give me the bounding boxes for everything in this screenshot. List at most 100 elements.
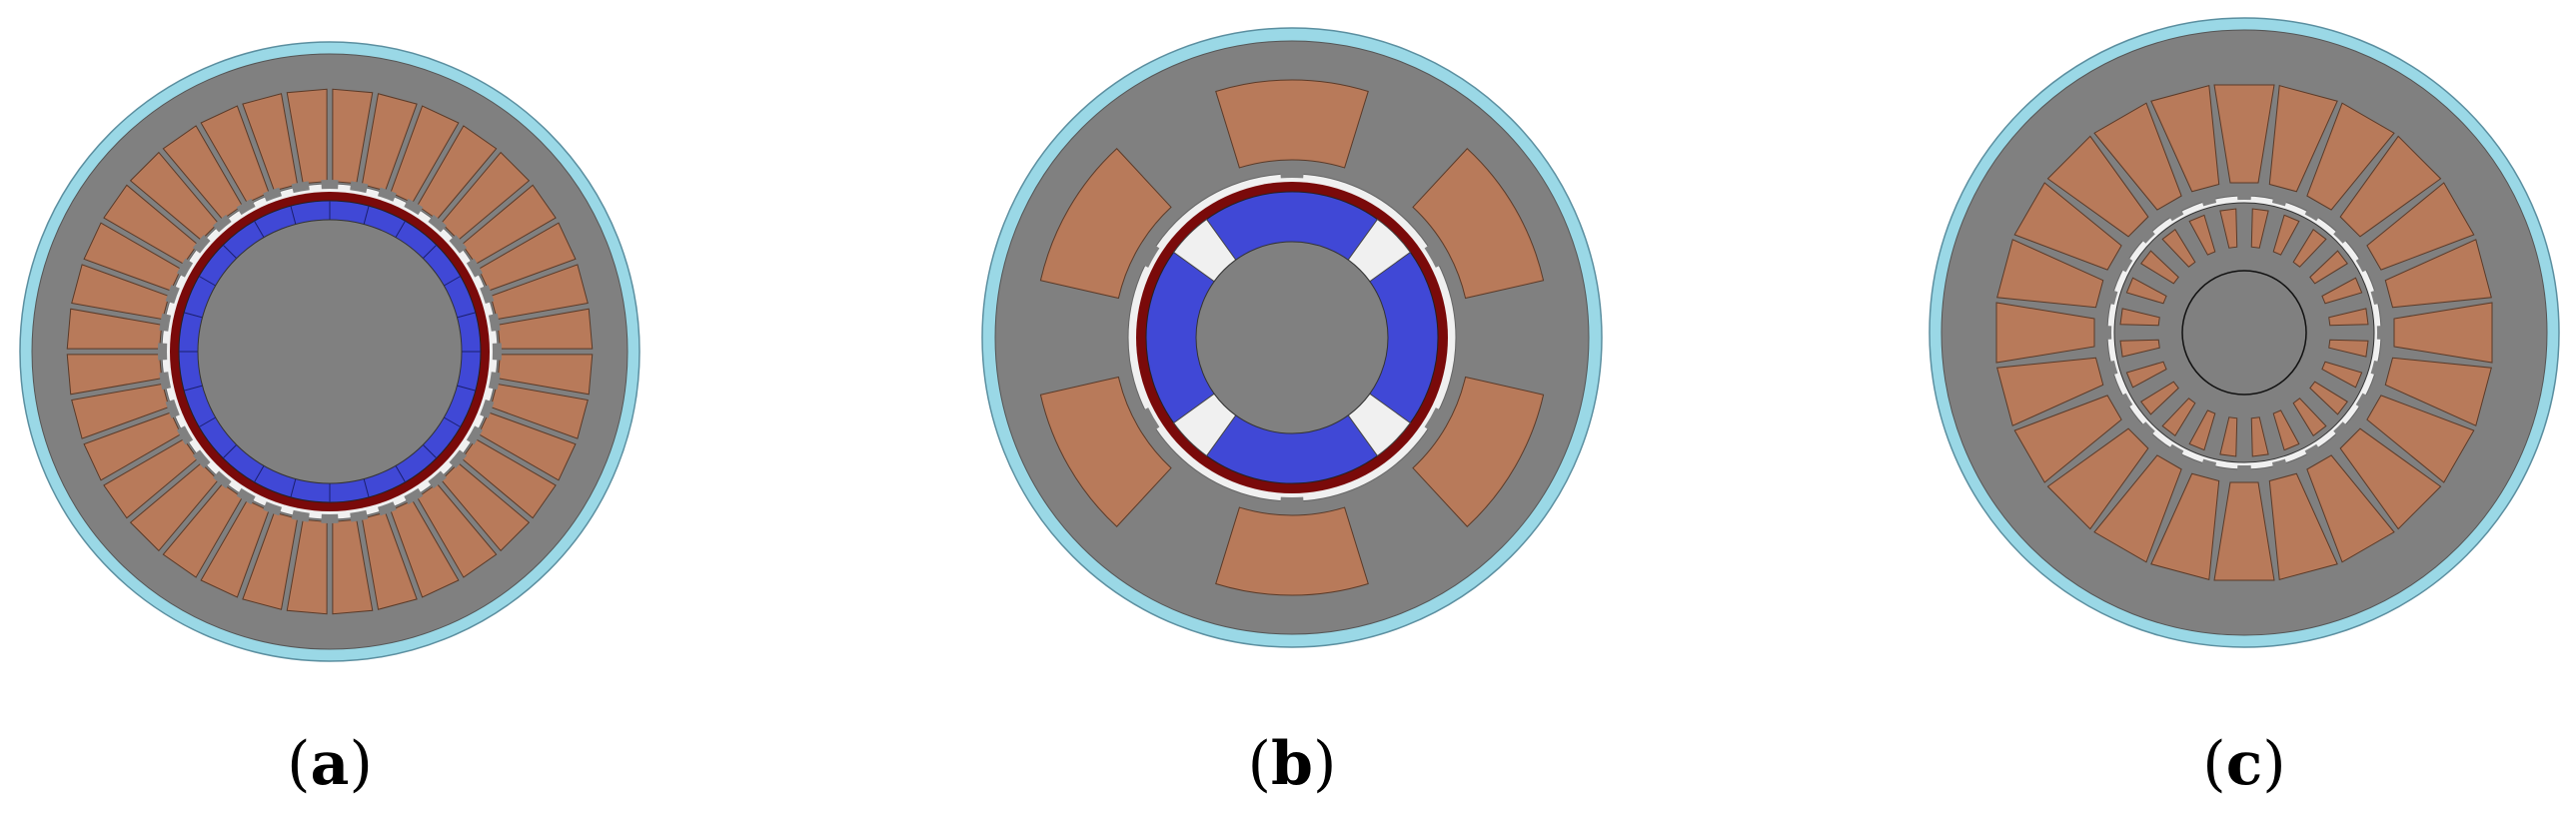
stator-tooth-tip (321, 513, 339, 523)
stator-tooth-tip (480, 285, 495, 304)
stator-slot-coil (200, 499, 270, 598)
stator-slot-coil (2150, 472, 2220, 580)
stator-tooth-tip (449, 449, 468, 469)
stator-tooth-tip (492, 343, 502, 361)
stator-slot-coil (103, 438, 199, 519)
stator-slot-coil (361, 511, 418, 610)
stator-slot-coil (441, 462, 531, 552)
magnet-segment-divider (198, 416, 216, 427)
stator-slot-coil (2393, 302, 2493, 364)
stator-tooth-tip (428, 214, 448, 233)
stator-tooth-tip (165, 285, 180, 304)
stator-slot-coil (461, 184, 557, 265)
stator-tooth-tip (2106, 360, 2118, 377)
rotor-slot (2250, 208, 2269, 249)
stator-tooth-tip (428, 470, 448, 489)
stator-tooth-tip (159, 372, 172, 391)
magnet-segment-divider (422, 244, 438, 260)
stator-slot-coil (2306, 102, 2395, 211)
panel-c-cross-section (1929, 17, 2560, 648)
rotor-slot (2188, 409, 2216, 451)
rotor-slot (2292, 398, 2327, 436)
stator-slot-coil (2046, 135, 2149, 238)
rotor-slot (2321, 361, 2363, 389)
stator-tooth-tip (488, 372, 501, 391)
stator-slot-coil (497, 354, 594, 396)
stator-tooth-tip (404, 487, 424, 505)
stator-slot-coil (1039, 148, 1172, 300)
stator-tooth-tip (449, 234, 468, 254)
stator-tooth-tip (2200, 195, 2217, 207)
stator-tooth-tip (1279, 496, 1305, 509)
stator-slot-coil (2366, 395, 2475, 483)
stator-tooth-tip (1424, 408, 1447, 434)
stator-tooth-tip (466, 425, 484, 445)
magnet-segment-divider (395, 465, 406, 483)
stator-slot-coil (2093, 454, 2182, 563)
stator-slot-coil (1412, 148, 1545, 300)
stator-slot-coil (83, 411, 182, 481)
stator-tooth-tip (158, 343, 168, 361)
stator-tooth-tip (2271, 458, 2288, 470)
stator-tooth-tip (212, 214, 232, 233)
magnet-segment-divider (363, 206, 370, 225)
stator-tooth-tip (404, 198, 424, 216)
rotor-slot (2328, 308, 2369, 327)
caption-b: (b) (1248, 729, 1337, 799)
stator-tooth-tip (350, 181, 369, 194)
rotor-slot (2140, 381, 2179, 415)
stator-tooth-tip (263, 501, 282, 516)
stator-slot-coil (1995, 302, 2095, 364)
rotor-slot (2321, 277, 2363, 305)
rotor-slot (2161, 229, 2196, 268)
stator-tooth-tip (2333, 421, 2349, 437)
rotor-slot (2125, 361, 2167, 389)
stator-slot-coil (2013, 182, 2122, 271)
stator-tooth-tip (2118, 393, 2133, 409)
stator-tooth-tip (2139, 421, 2155, 437)
stator-tooth-tip (2370, 289, 2382, 306)
stator-slot-coil (242, 93, 299, 192)
stator-tooth-tip (321, 180, 339, 190)
magnet-segment-divider (422, 443, 438, 459)
stator-slot-coil (332, 518, 374, 615)
stator-tooth-tip (2106, 289, 2118, 306)
stator-slot-coil (71, 264, 170, 321)
caption-c: (c) (2202, 729, 2285, 799)
stator-tooth-tip (236, 198, 256, 216)
stator-slot-coil (441, 151, 531, 241)
stator-slot-coil (490, 264, 589, 321)
stator-slot-coil (2384, 357, 2492, 426)
rotor-slot (2219, 208, 2238, 249)
stator-slot-coil (478, 222, 577, 292)
magnet-segment-divider (222, 443, 238, 459)
stator-slot-coil (103, 184, 199, 265)
stator-tooth-tip (350, 509, 369, 522)
stator-slot-coil (83, 222, 182, 292)
stator-slot-coil (2306, 454, 2395, 563)
stator-slot-coil (242, 511, 299, 610)
rotor-slot (2188, 214, 2216, 256)
stator-tooth-tip (192, 449, 211, 469)
stator-slot-coil (2150, 85, 2220, 193)
rotor-slot (2309, 381, 2348, 415)
stator-tooth-tip (212, 470, 232, 489)
stator-tooth-tip (2304, 207, 2321, 222)
rotor-slot (2309, 250, 2348, 285)
stator-slot-coil (361, 93, 418, 192)
stator-tooth-tip (2271, 195, 2288, 207)
stator-slot-coil (490, 383, 589, 439)
magnet-segment-divider (184, 312, 203, 319)
stator-slot-coil (1215, 79, 1369, 169)
stator-slot-coil (390, 105, 460, 204)
stator-slot-coil (497, 308, 594, 350)
stator-tooth-tip (2167, 207, 2184, 222)
stator-slot-coil (162, 482, 243, 578)
stator-tooth-tip (291, 181, 310, 194)
stator-tooth-tip (2236, 464, 2252, 473)
magnet-segment-divider (444, 416, 462, 427)
stator-slot-coil (129, 151, 219, 241)
stator-slot-coil (332, 88, 374, 185)
magnet-segment-divider (222, 244, 238, 260)
stator-slot-coil (1996, 239, 2104, 309)
